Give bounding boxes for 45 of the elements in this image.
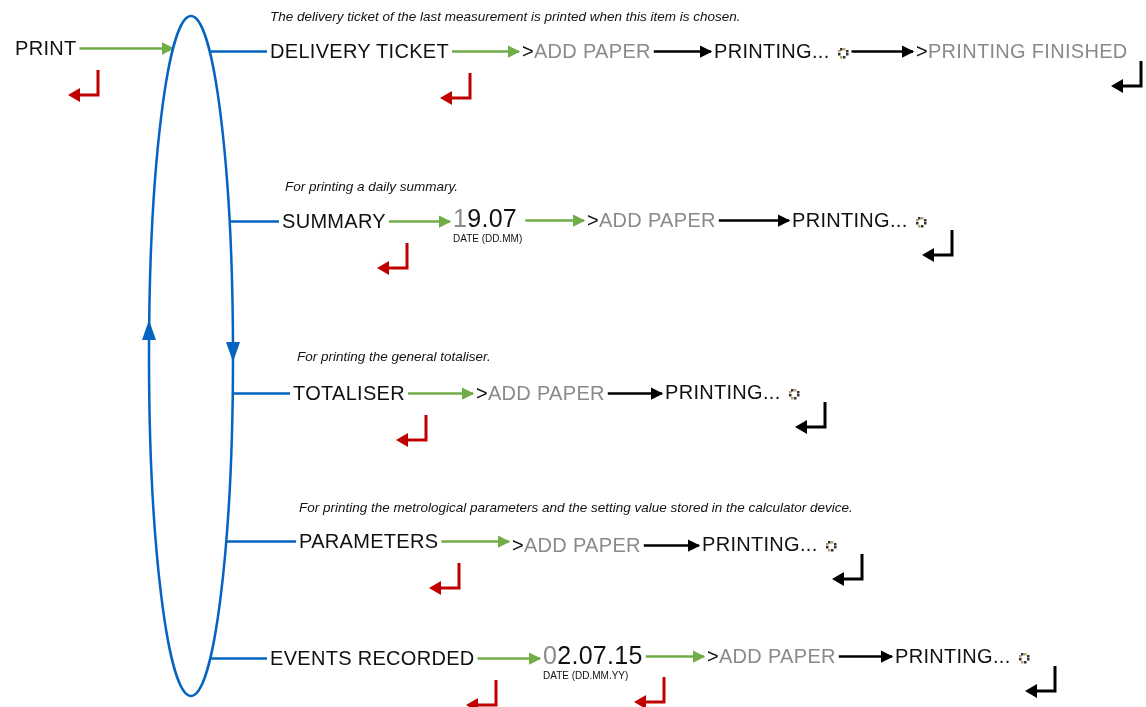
menu-text: DELIVERY TICKET: [270, 40, 449, 63]
loop-ellipse: [146, 13, 236, 699]
note-text: For printing the general totaliser.: [297, 348, 491, 365]
arrow: [653, 45, 713, 58]
menu-text: >ADD PAPER: [587, 209, 716, 232]
arrow: [645, 650, 706, 663]
arrow: [643, 539, 701, 552]
date-format-caption: DATE (DD.MM): [453, 233, 523, 245]
connector-line: [209, 50, 267, 53]
arrow: [452, 45, 521, 58]
menu-text: >ADD PAPER: [512, 534, 641, 557]
connector-line: [229, 220, 279, 223]
menu-text: EVENTS RECORDED: [270, 647, 475, 670]
menu-text: >ADD PAPER: [522, 40, 651, 63]
menu-text: PRINT: [15, 37, 77, 60]
connector-line: [232, 392, 290, 395]
arrow: [718, 214, 791, 227]
arrow: [525, 214, 586, 227]
arrow: [607, 387, 664, 400]
arrow: [388, 215, 452, 228]
arrow: [851, 45, 915, 58]
date-value: 02.07.15: [543, 641, 643, 670]
arrow: [441, 535, 511, 548]
menu-text: PARAMETERS: [299, 530, 439, 553]
menu-text: PRINTING...: [702, 533, 818, 556]
menu-text: SUMMARY: [282, 210, 386, 233]
connector-line: [226, 540, 296, 543]
date-value: 19.07: [453, 204, 518, 233]
arrow: [477, 652, 542, 665]
arrow: [408, 387, 475, 400]
menu-text: >ADD PAPER: [476, 382, 605, 405]
menu-text: TOTALISER: [293, 382, 405, 405]
menu-text: PRINTING...: [714, 40, 830, 63]
note-text: For printing the metrological parameters and the setting value stored in the calculator device.: [299, 499, 853, 516]
note-text: The delivery ticket of the last measurement is printed when this item is chosen.: [270, 8, 741, 25]
note-text: For printing a daily summary.: [285, 178, 459, 195]
menu-text: >PRINTING FINISHED: [916, 40, 1128, 63]
menu-text: PRINTING...: [792, 209, 908, 232]
connector-line: [210, 657, 267, 660]
menu-text: PRINTING...: [665, 381, 781, 404]
menu-text: PRINTING...: [895, 645, 1011, 668]
menu-text: >ADD PAPER: [707, 645, 836, 668]
arrow: [838, 650, 894, 663]
arrow: [79, 42, 175, 55]
date-format-caption: DATE (DD.MM.YY): [543, 670, 630, 682]
